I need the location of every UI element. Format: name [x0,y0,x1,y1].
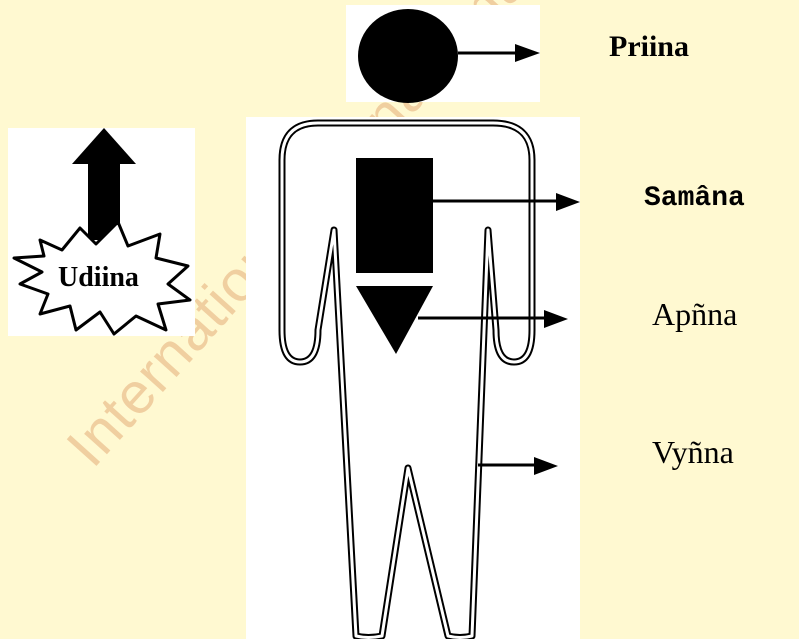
samana-block [356,158,433,273]
udana-label: Udiina [58,262,139,294]
samana-label: Samâna [644,183,745,214]
apana-label: Apñna [652,296,737,333]
vyana-label: Vyñna [652,434,734,471]
head-shape [358,9,458,103]
prana-label: Priina [609,30,689,64]
